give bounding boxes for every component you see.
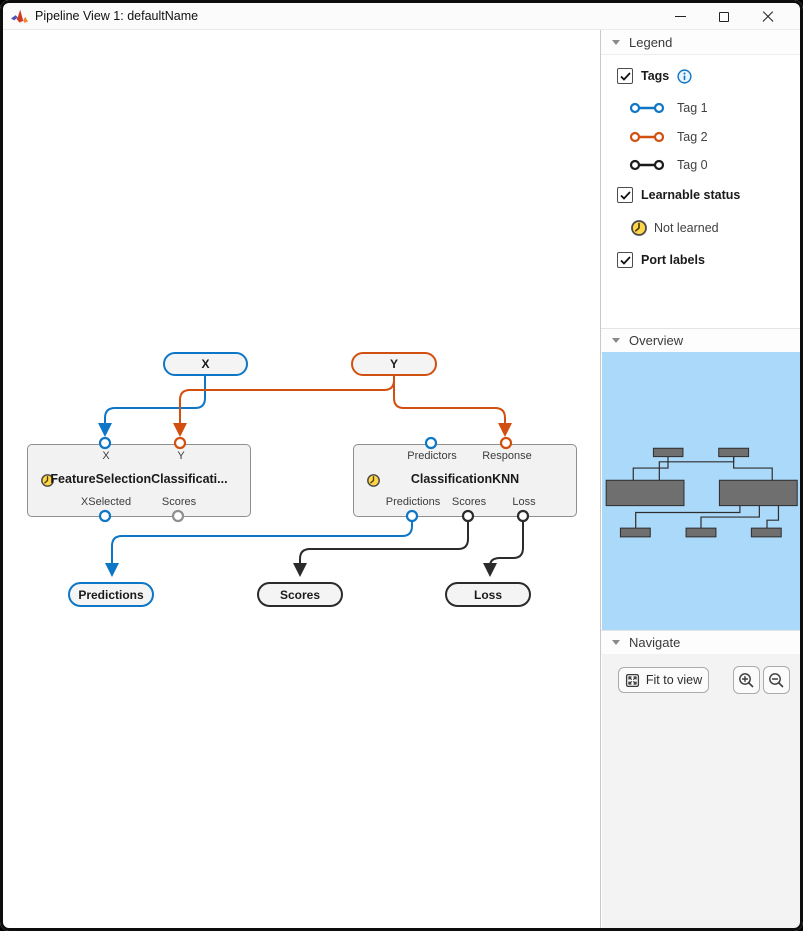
output-node-loss-label: Loss bbox=[473, 587, 502, 602]
block-title: ClassificationKNN bbox=[410, 472, 520, 486]
port-label-predictors: Predictors bbox=[407, 450, 457, 462]
output-node-loss[interactable]: Loss bbox=[445, 582, 531, 607]
info-icon[interactable] bbox=[677, 68, 692, 84]
learnable-status-checkbox[interactable] bbox=[617, 187, 633, 203]
minimize-icon bbox=[674, 16, 686, 17]
minimize-button[interactable] bbox=[658, 3, 702, 30]
zoom-out-button[interactable] bbox=[763, 666, 790, 694]
not-learned-clock-icon bbox=[367, 474, 380, 487]
learnable-status-label: Learnable status bbox=[641, 188, 741, 202]
checkmark-icon bbox=[619, 71, 631, 81]
tag2-line-icon bbox=[629, 131, 665, 143]
legend-section-header[interactable]: Legend bbox=[601, 30, 800, 55]
overview-section-header[interactable]: Overview bbox=[601, 328, 800, 353]
tag2-label: Tag 2 bbox=[677, 130, 708, 144]
edge-x-to-featureselection bbox=[98, 375, 206, 437]
sidebar: Legend Tags Tag 1 bbox=[600, 30, 800, 928]
port-label-x: X bbox=[102, 450, 110, 462]
legend-header-label: Legend bbox=[629, 34, 673, 50]
checkmark-icon bbox=[619, 255, 631, 265]
not-learned-row: Not learned bbox=[631, 219, 719, 237]
maximize-button[interactable] bbox=[702, 3, 746, 30]
tags-checkbox-row: Tags bbox=[617, 66, 692, 86]
edge-predictions-out bbox=[105, 521, 413, 577]
zoom-in-button[interactable] bbox=[733, 666, 760, 694]
output-node-predictions[interactable]: Predictions bbox=[68, 582, 154, 607]
edge-y-to-featureselection bbox=[173, 375, 395, 437]
fit-to-view-button[interactable]: Fit to view bbox=[618, 667, 709, 693]
zoom-in-icon bbox=[739, 672, 754, 687]
port-labels-label: Port labels bbox=[641, 253, 705, 267]
overview-minimap[interactable] bbox=[602, 352, 800, 630]
block-featureselection[interactable]: X Y FeatureSelectionClassificati... XSel… bbox=[27, 444, 251, 517]
input-node-y[interactable]: Y bbox=[351, 352, 437, 376]
not-learned-clock-icon bbox=[41, 474, 54, 487]
tags-label: Tags bbox=[641, 69, 670, 83]
tags-checkbox[interactable] bbox=[617, 68, 633, 84]
titlebar: Pipeline View 1: defaultName bbox=[3, 3, 800, 30]
navigate-header-label: Navigate bbox=[629, 635, 681, 650]
not-learned-label: Not learned bbox=[654, 221, 719, 235]
edge-y-to-classificationknn bbox=[393, 375, 512, 437]
tag0-label: Tag 0 bbox=[677, 158, 708, 172]
port-label-loss: Loss bbox=[512, 496, 536, 508]
not-learned-clock-icon bbox=[631, 220, 647, 236]
minimap-graph bbox=[602, 352, 800, 630]
close-icon bbox=[762, 11, 774, 23]
port-label-predictions: Predictions bbox=[385, 496, 441, 508]
output-node-scores[interactable]: Scores bbox=[257, 582, 343, 607]
fit-to-view-icon bbox=[625, 673, 639, 687]
learnable-checkbox-row: Learnable status bbox=[617, 185, 740, 205]
edge-scores-out bbox=[293, 521, 469, 577]
collapse-caret-icon bbox=[612, 640, 620, 645]
navigate-section-header[interactable]: Navigate bbox=[601, 630, 800, 655]
port-label-y: Y bbox=[177, 450, 185, 462]
input-node-x-label: X bbox=[201, 357, 210, 371]
collapse-caret-icon bbox=[612, 39, 620, 45]
window-title: Pipeline View 1: defaultName bbox=[35, 9, 199, 23]
edge-loss-out bbox=[483, 521, 524, 577]
legend-tag2-row: Tag 2 bbox=[629, 128, 708, 146]
block-title: FeatureSelectionClassificati... bbox=[50, 472, 228, 486]
checkmark-icon bbox=[619, 190, 631, 200]
tag1-line-icon bbox=[629, 102, 665, 114]
close-button[interactable] bbox=[746, 3, 790, 30]
input-node-x[interactable]: X bbox=[163, 352, 248, 376]
tag0-line-icon bbox=[629, 159, 665, 171]
matlab-logo-icon bbox=[11, 9, 28, 23]
maximize-icon bbox=[719, 11, 729, 22]
pipeline-canvas[interactable]: X Y X Y FeatureSelectionClassificati... … bbox=[3, 30, 600, 928]
input-node-y-label: Y bbox=[389, 357, 398, 371]
legend-body bbox=[602, 55, 800, 328]
zoom-out-icon bbox=[769, 672, 784, 687]
tag1-label: Tag 1 bbox=[677, 101, 708, 115]
port-label-xselected: XSelected bbox=[80, 496, 132, 508]
legend-tag0-row: Tag 0 bbox=[629, 156, 708, 174]
port-label-scores: Scores bbox=[161, 496, 197, 508]
output-node-predictions-label: Predictions bbox=[78, 587, 144, 602]
port-label-scores: Scores bbox=[451, 496, 487, 508]
fit-to-view-label: Fit to view bbox=[645, 673, 703, 687]
collapse-caret-icon bbox=[612, 338, 620, 343]
output-node-scores-label: Scores bbox=[279, 587, 321, 602]
legend-tag1-row: Tag 1 bbox=[629, 99, 708, 117]
port-labels-checkbox-row: Port labels bbox=[617, 250, 705, 270]
navigate-body: Fit to view bbox=[602, 654, 800, 928]
overview-header-label: Overview bbox=[629, 333, 684, 348]
block-classificationknn[interactable]: Predictors Response ClassificationKNN Pr… bbox=[353, 444, 577, 517]
port-label-response: Response bbox=[482, 450, 532, 462]
port-labels-checkbox[interactable] bbox=[617, 252, 633, 268]
